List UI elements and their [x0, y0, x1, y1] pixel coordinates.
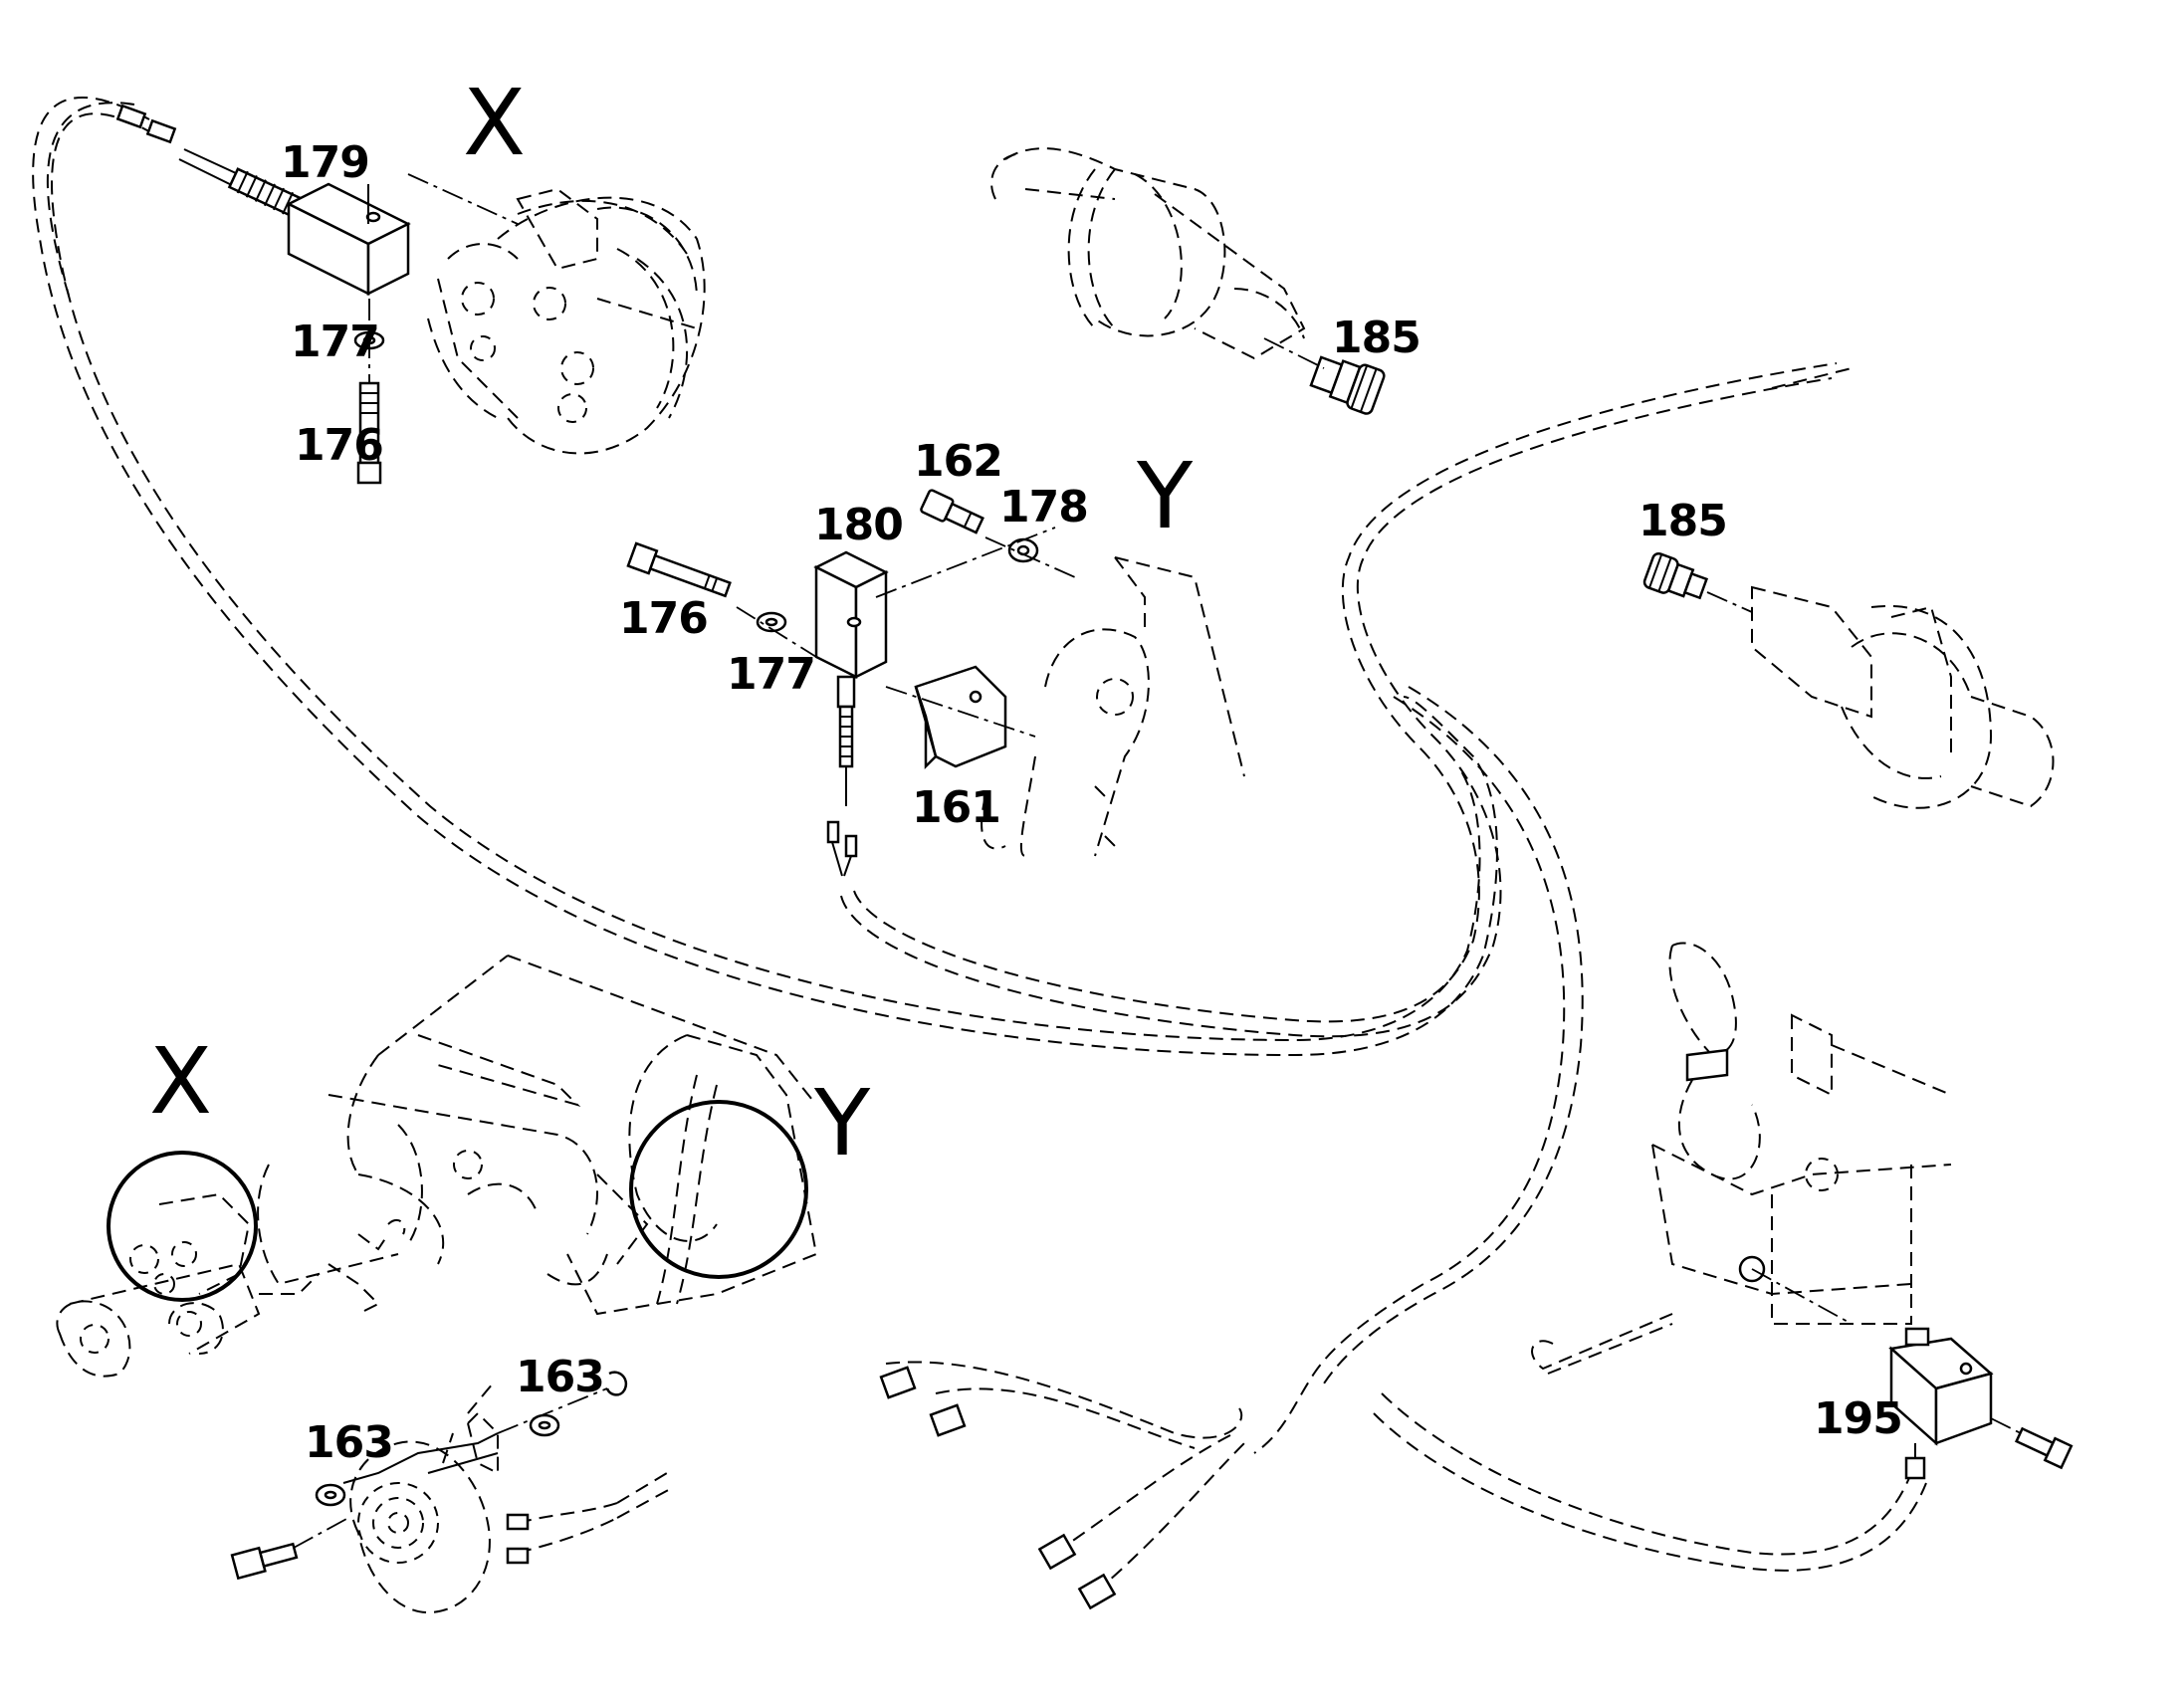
axle-right	[1642, 551, 2055, 809]
machine-overview	[56, 955, 818, 1378]
harness-connectors	[879, 1366, 1117, 1610]
gearbox-housing-x	[427, 187, 706, 455]
sensor-180-assembly	[626, 489, 1076, 877]
callout-177-center: 177	[727, 649, 815, 700]
control-lever-195	[1531, 942, 2074, 1480]
callout-177-top: 177	[291, 317, 379, 367]
marker-x-top: X	[463, 70, 526, 176]
cable-harness-center	[840, 362, 1927, 1594]
callout-162: 162	[914, 436, 1002, 487]
callout-178: 178	[999, 482, 1088, 532]
callout-185-right: 185	[1638, 496, 1727, 546]
axle-top-center	[990, 147, 1386, 415]
detail-circle-x	[107, 1151, 258, 1302]
cable-loop-left	[32, 97, 1498, 1057]
pulley-163-assembly	[230, 1371, 673, 1614]
marker-y-bottom: Y	[813, 1070, 871, 1176]
callout-163-left: 163	[305, 1417, 393, 1468]
callout-180: 180	[814, 500, 903, 550]
callout-163-right: 163	[516, 1352, 604, 1402]
detail-circle-y	[629, 1100, 808, 1279]
callout-labels: 179 177 176 185 162 178 180 176 177 161 …	[281, 137, 1903, 1468]
sensor-179-assembly	[115, 104, 519, 485]
callout-179: 179	[281, 137, 369, 188]
callout-176-center: 176	[619, 593, 708, 644]
callout-176-top: 176	[295, 420, 383, 471]
frame-bracket-y	[981, 556, 1245, 857]
marker-x-bottom: X	[149, 1028, 212, 1135]
detail-markers: X Y X Y	[149, 70, 1194, 1176]
callout-161: 161	[912, 782, 1000, 833]
callout-195: 195	[1814, 1393, 1902, 1444]
callout-185-top: 185	[1332, 313, 1420, 363]
marker-y-top: Y	[1136, 443, 1194, 549]
